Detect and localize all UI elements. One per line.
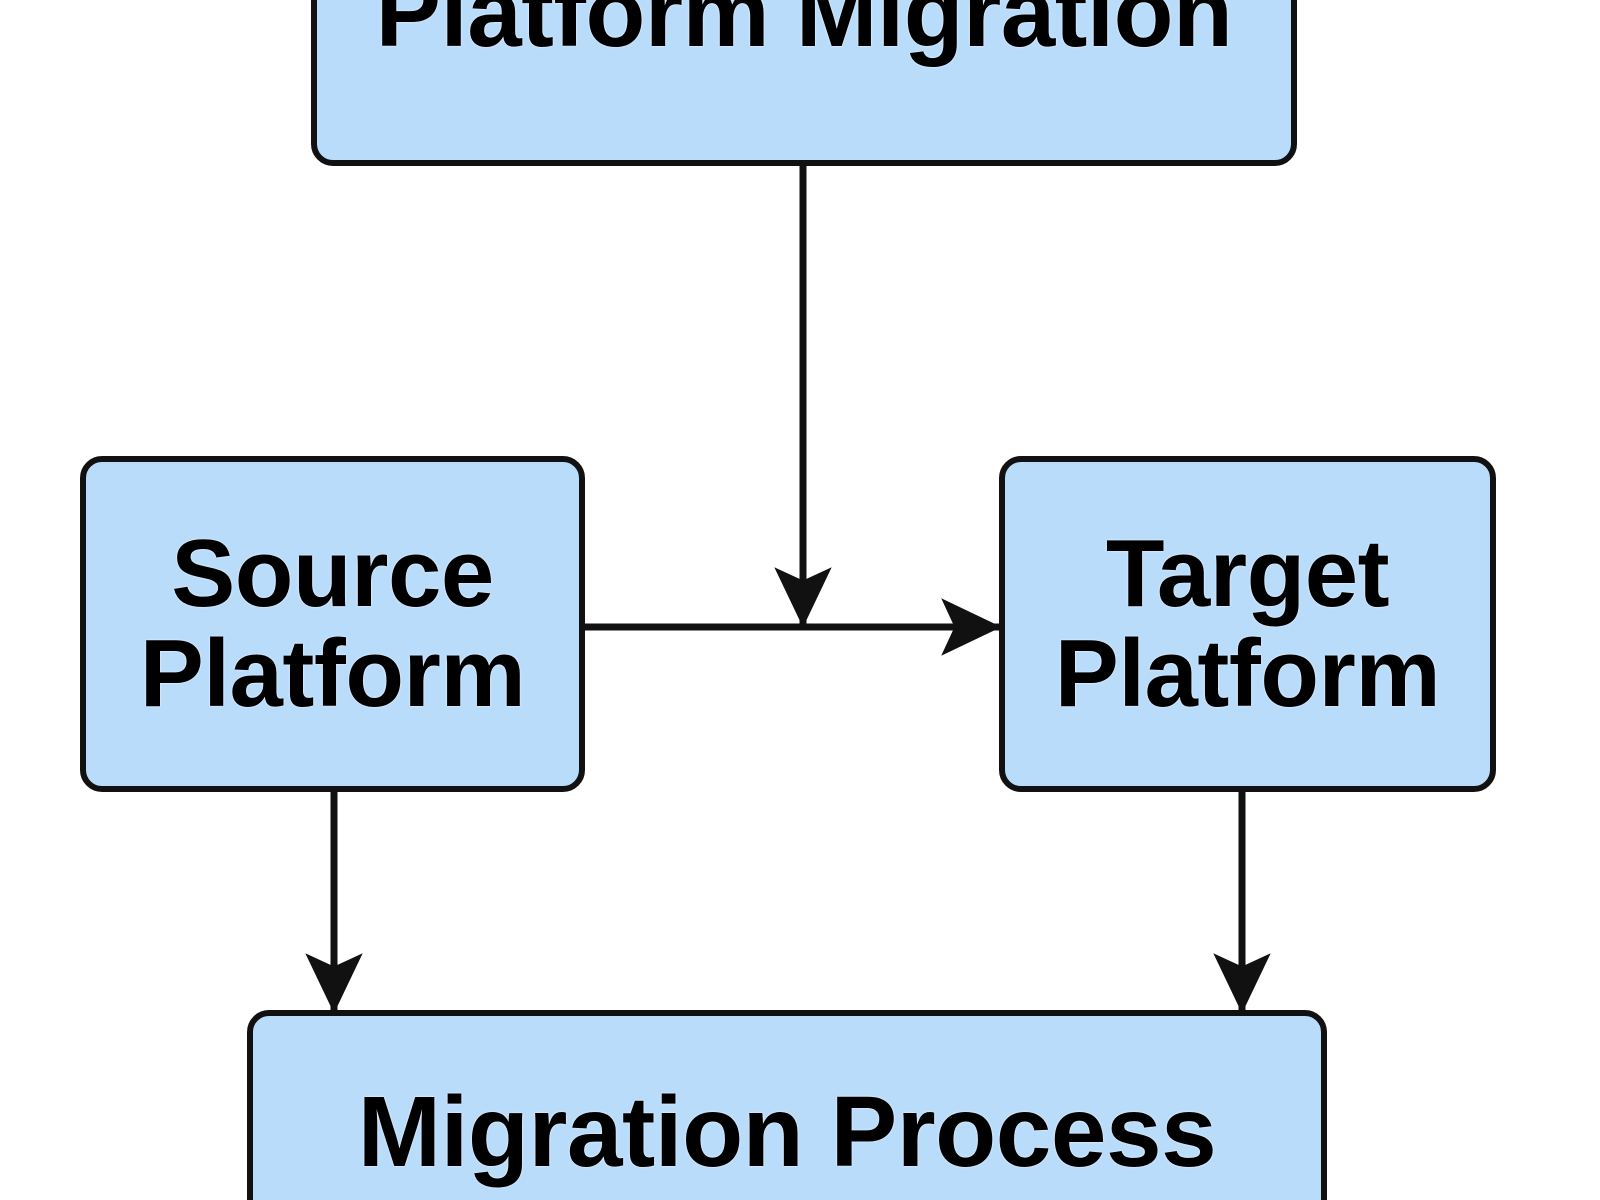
node-source-platform-label: Source Platform [139,520,526,727]
node-platform-migration[interactable]: Platform Migration [311,0,1297,166]
node-target-platform-label: Target Platform [1054,520,1441,727]
node-platform-migration-label: Platform Migration [375,0,1233,68]
node-migration-process[interactable]: Migration Process [247,1010,1327,1200]
node-source-platform[interactable]: Source Platform [80,456,585,792]
node-target-platform[interactable]: Target Platform [999,456,1496,792]
node-migration-process-label: Migration Process [357,1076,1217,1188]
